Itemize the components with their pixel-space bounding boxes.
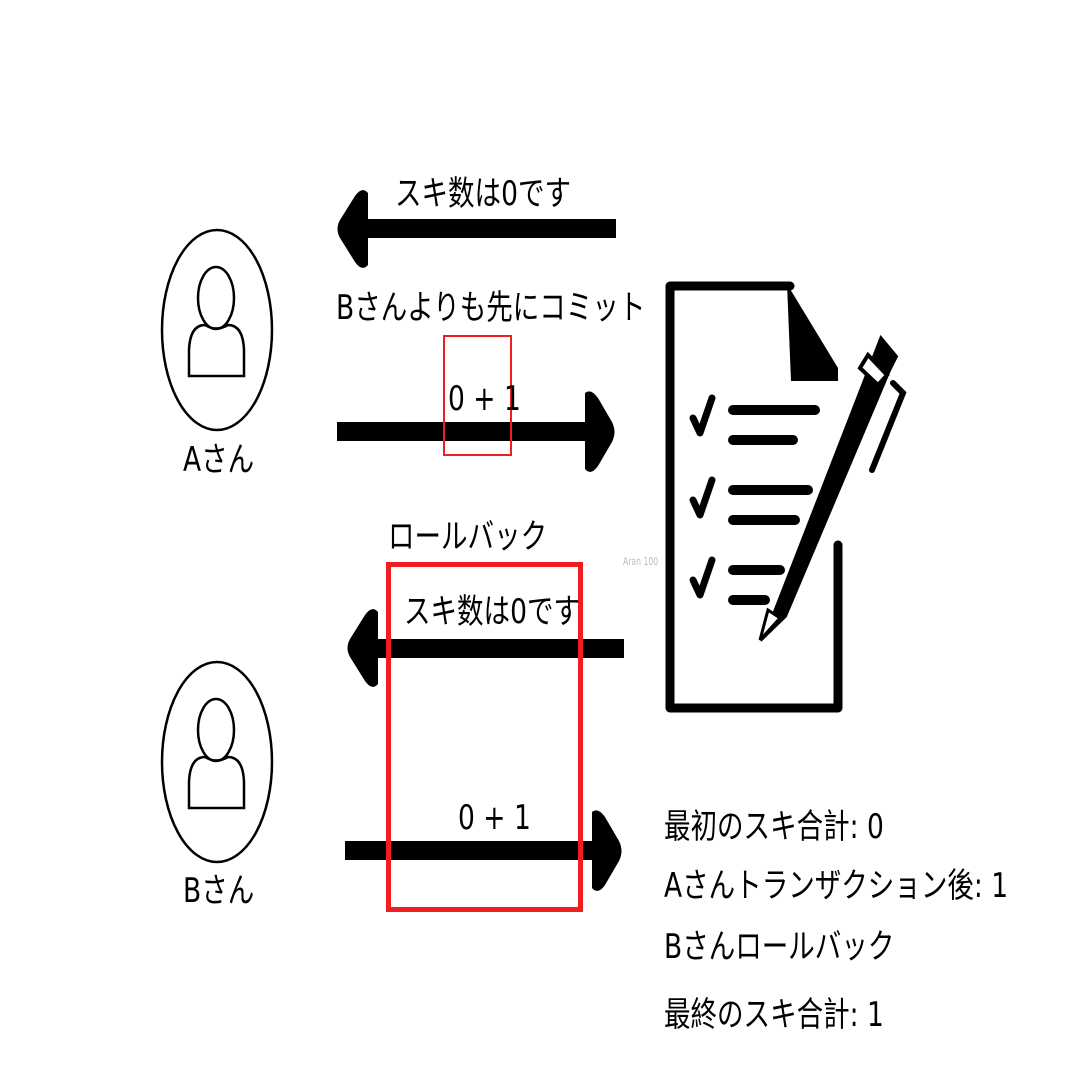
user-a-icon [160,228,274,432]
arrow-left-icon [347,609,624,687]
arrow-right-icon [337,391,615,472]
watermark: Aran 100 [623,555,659,568]
summary-line: 最終のスキ合計: 1 [664,995,884,1035]
user-b-label: Bさん [183,871,255,911]
arrow-right-icon [345,810,622,891]
highlight-rollback-region [386,562,583,912]
lower-request-label: 0 + 1 [458,798,531,838]
highlight-upper-increment [443,335,512,456]
document-checklist-pen-icon [665,281,907,713]
summary-line: Aさんトランザクション後: 1 [664,866,1009,906]
lower-response-label: スキ数は0です [404,592,580,632]
user-b-icon [160,660,274,864]
arrow-left-icon [337,190,616,268]
commit-note: Bさんよりも先にコミット [336,288,646,328]
upper-request-label: 0 + 1 [448,379,521,419]
rollback-label: ロールバック [388,517,548,557]
upper-response-label: スキ数は0です [395,174,571,214]
user-a-label: Aさん [183,440,255,480]
summary-line: 最初のスキ合計: 0 [664,807,884,847]
summary-line: Bさんロールバック [664,927,895,967]
